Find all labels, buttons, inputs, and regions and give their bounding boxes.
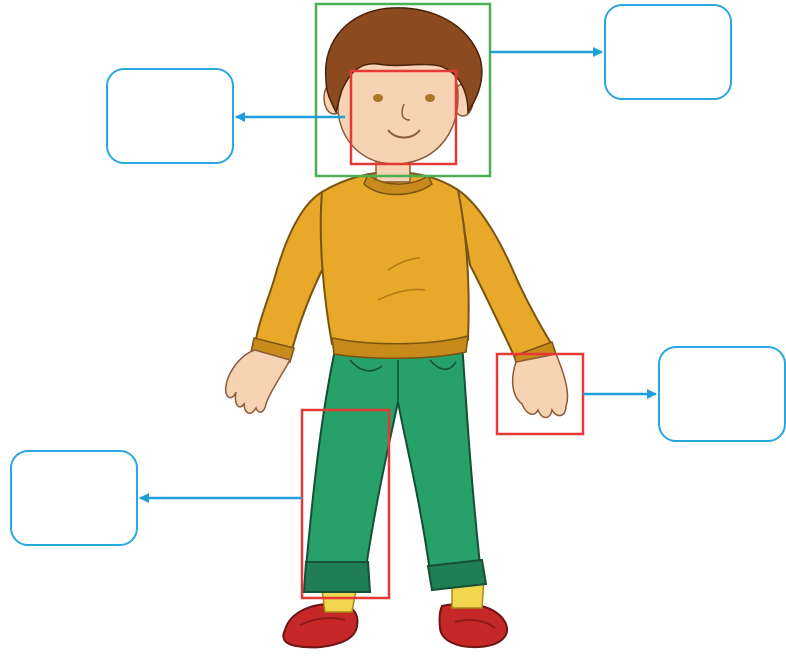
right-hand xyxy=(513,354,568,418)
face-label-box[interactable] xyxy=(106,68,234,164)
hand-label-box[interactable] xyxy=(658,346,786,442)
trousers xyxy=(304,342,486,592)
right-shoe xyxy=(440,604,507,647)
left-sock xyxy=(322,590,356,612)
right-eye xyxy=(425,94,435,102)
right-sleeve xyxy=(458,190,552,360)
hair-label-box[interactable] xyxy=(604,4,732,100)
sweater xyxy=(321,172,469,348)
left-hand xyxy=(226,350,290,413)
left-sleeve xyxy=(256,192,326,350)
head xyxy=(324,8,482,164)
leg-label-box[interactable] xyxy=(10,450,138,546)
left-eye xyxy=(373,94,383,102)
